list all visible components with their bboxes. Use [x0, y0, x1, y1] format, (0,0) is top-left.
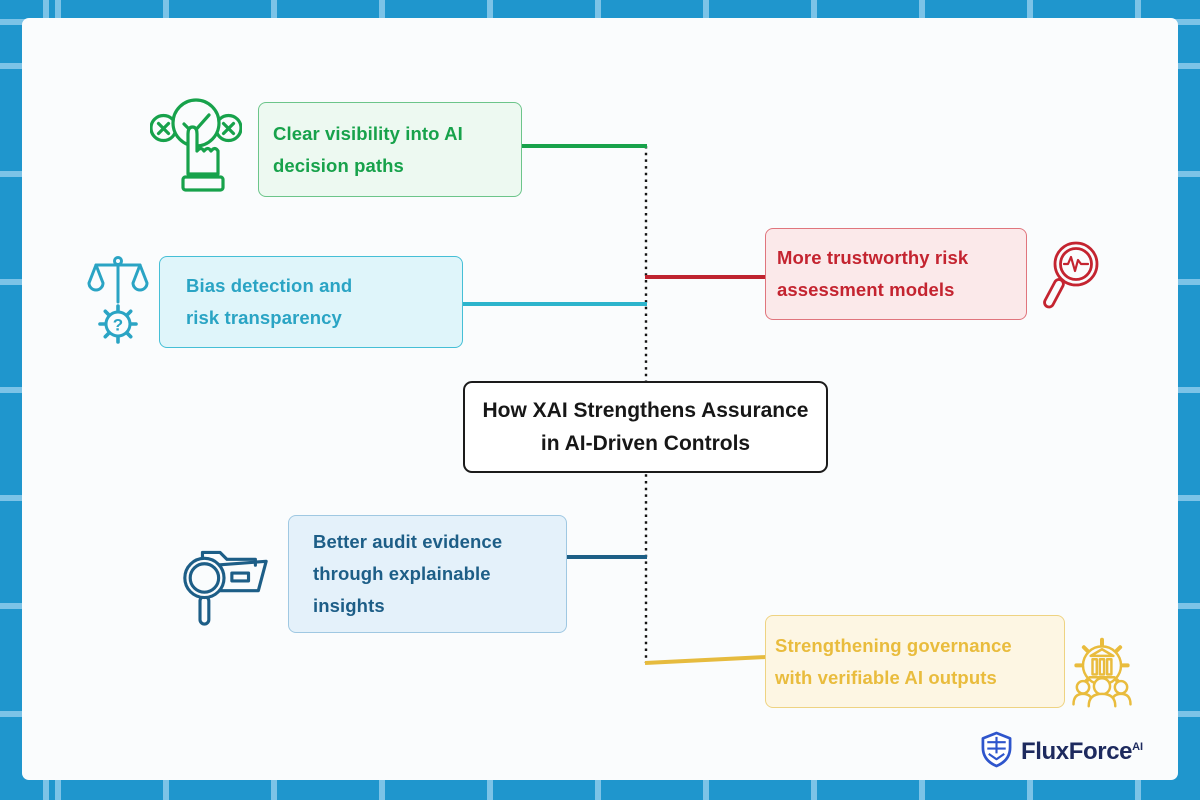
governance-gear-icon: [1064, 634, 1140, 717]
brand-name: FluxForceAI: [1021, 738, 1144, 765]
brand-logo: FluxForceAI: [980, 731, 1143, 773]
node-governance: Strengthening governance with verifiable…: [765, 615, 1065, 708]
node-audit-evidence-label: Better audit evidence through explainabl…: [313, 531, 503, 616]
center-title-box: How XAI Strengthens Assurance in AI-Driv…: [463, 381, 828, 473]
brand-superscript: AI: [1132, 741, 1144, 753]
pulse-magnifier-icon: [1034, 238, 1104, 327]
folder-magnifier-icon: [176, 522, 274, 635]
scale-gear-icon: ?: [86, 252, 150, 353]
node-decision-paths: Clear visibility into AI decision paths: [258, 102, 522, 197]
node-risk-models: More trustworthy risk assessment models: [765, 228, 1027, 320]
node-governance-label: Strengthening governance with verifiable…: [775, 634, 1012, 688]
node-risk-models-label: More trustworthy risk assessment models: [777, 247, 969, 300]
brand-shield-icon: [980, 731, 1013, 773]
center-title: How XAI Strengthens Assurance in AI-Driv…: [482, 399, 809, 455]
node-audit-evidence: Better audit evidence through explainabl…: [288, 515, 567, 633]
node-bias-detection: Bias detection and risk transparency: [159, 256, 463, 348]
node-decision-paths-label: Clear visibility into AI decision paths: [273, 122, 463, 176]
svg-text:?: ?: [113, 316, 123, 335]
choice-check-icon: [149, 96, 243, 201]
node-bias-detection-label: Bias detection and risk transparency: [186, 275, 353, 328]
